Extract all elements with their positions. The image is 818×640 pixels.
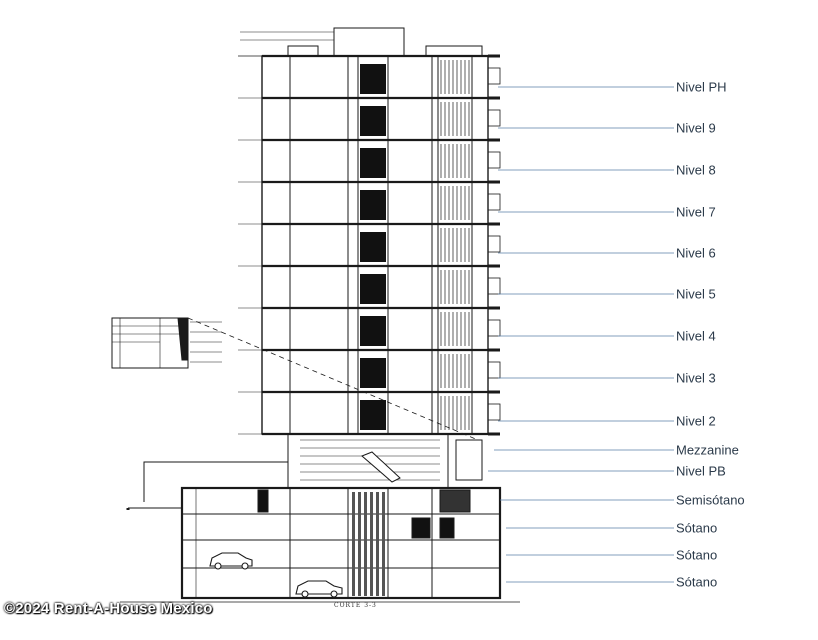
elevator-shaft: [360, 148, 386, 178]
level-label: Sótano: [676, 574, 718, 590]
level-label: Mezzanine: [676, 442, 739, 458]
elevator-shaft: [360, 316, 386, 346]
basement-shaft: [257, 489, 269, 513]
roof-parapet-right: [425, 45, 483, 57]
elevator-shaft: [360, 232, 386, 262]
elevator-shaft: [360, 274, 386, 304]
balcony-rail: [487, 151, 501, 169]
balcony-rail: [487, 67, 501, 85]
level-label: Sótano: [676, 547, 718, 563]
building-structure: [111, 27, 520, 603]
balcony-rail: [487, 109, 501, 127]
roof-penthouse-box: [333, 27, 405, 57]
elevator-core: [360, 64, 386, 430]
level-label: Nivel 5: [676, 286, 716, 302]
level-label: Nivel 6: [676, 245, 716, 261]
level-label: Nivel 7: [676, 204, 716, 220]
elevator-shaft: [360, 190, 386, 220]
section-reference-line: [187, 317, 479, 441]
elevator-shaft: [360, 400, 386, 430]
elevator-shaft: [360, 64, 386, 94]
balcony-rail: [487, 403, 501, 421]
basement-outline: [180, 486, 502, 600]
level-label: Nivel 8: [676, 162, 716, 178]
level-label: Nivel 4: [676, 328, 716, 344]
level-label: Nivel 9: [676, 120, 716, 136]
balcony-rail: [487, 361, 501, 379]
floor-slabs: [238, 54, 500, 436]
level-leader-lines: [488, 86, 674, 583]
level-label: Semisótano: [676, 492, 745, 508]
ramp-stair: [361, 451, 401, 483]
level-label: Nivel PB: [676, 463, 726, 479]
roof-parapet-left: [287, 45, 319, 57]
car-icon: [295, 580, 343, 598]
level-label: Nivel 3: [676, 370, 716, 386]
podium-side-block: [455, 439, 483, 481]
balcony-rail: [487, 277, 501, 295]
balcony-rail: [487, 235, 501, 253]
drawing-caption: CORTE 3-3: [334, 602, 377, 609]
elevator-shaft: [360, 106, 386, 136]
detail-inset: [111, 317, 189, 369]
level-label: Sótano: [676, 520, 718, 536]
facade-hatching: [352, 60, 501, 596]
level-label: Nivel 2: [676, 413, 716, 429]
balcony-rail: [487, 319, 501, 337]
level-label: Nivel PH: [676, 79, 727, 95]
balcony-rail: [487, 193, 501, 211]
watermark: ©2024 Rent-A-House Mexico: [4, 600, 213, 617]
elevator-shaft: [360, 358, 386, 388]
car-icon: [209, 552, 253, 570]
